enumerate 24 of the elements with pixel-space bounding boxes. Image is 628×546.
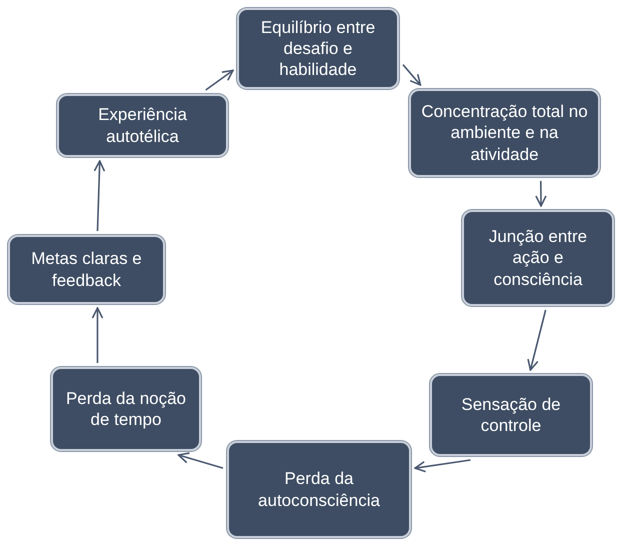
process-box <box>51 367 201 451</box>
arrow <box>402 64 422 86</box>
step-label: Equilíbrio entre desafio e habilidade <box>260 16 376 80</box>
step-label: Sensação de controle <box>460 394 562 436</box>
arrow <box>527 310 546 371</box>
arrow <box>414 459 471 472</box>
arrow <box>178 452 224 469</box>
step-label: Concentração total no ambiente e na atividade <box>420 101 589 165</box>
step-label: Perda da autoconsciência <box>257 468 381 511</box>
arrow <box>205 70 234 91</box>
step-label: Metas claras e feedback <box>30 248 143 291</box>
process-box <box>237 8 399 89</box>
arrow <box>92 307 104 363</box>
step-label: Perda da noção de tempo <box>64 388 188 430</box>
step-label: Junção entre ação e consciência <box>488 226 588 290</box>
process-box <box>227 441 411 538</box>
process-box <box>462 210 614 306</box>
arrow <box>535 181 547 207</box>
process-box <box>8 235 165 304</box>
process-box <box>430 374 592 456</box>
step-label: Experiência autotélica <box>97 104 188 147</box>
arrow <box>94 160 106 232</box>
process-box <box>57 94 228 157</box>
process-box <box>409 89 600 177</box>
